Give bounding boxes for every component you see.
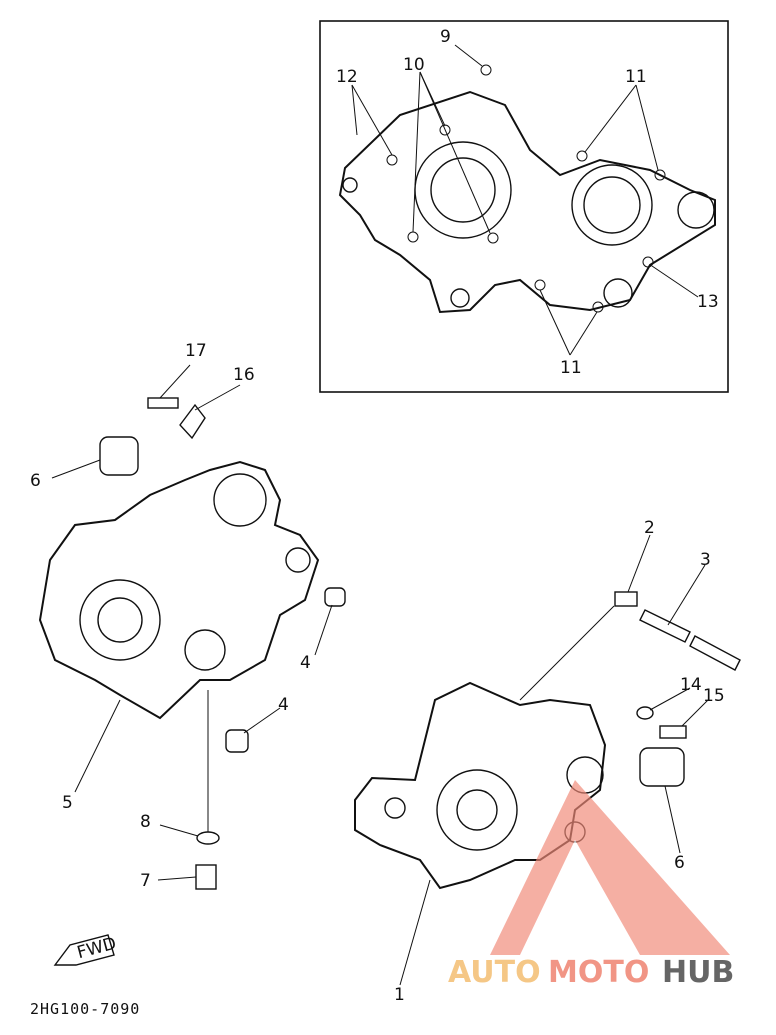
inset-detail-view	[319, 20, 729, 393]
callout-4-lower: 4	[278, 695, 289, 715]
small-parts	[99, 397, 741, 890]
automotohub-watermark-logo: AUTO MOTO HUB	[448, 780, 734, 990]
callout-17: 17	[185, 341, 207, 361]
callout-12: 12	[336, 67, 358, 87]
callout-13: 13	[697, 292, 719, 312]
callout-10: 10	[403, 55, 425, 75]
fwd-arrow: FWD	[53, 934, 118, 966]
callout-16: 16	[233, 365, 255, 385]
callout-4-upper: 4	[300, 653, 311, 673]
callout-3: 3	[700, 550, 711, 570]
leader-lines	[51, 364, 709, 986]
callout-7: 7	[140, 871, 151, 891]
watermark-word-auto: AUTO	[448, 955, 541, 990]
right-crankcase	[354, 681, 607, 890]
callout-1: 1	[394, 985, 405, 1005]
callout-11-bottom: 11	[560, 358, 582, 378]
callout-6-right: 6	[674, 853, 685, 873]
left-crankcase	[38, 460, 320, 720]
callout-15: 15	[703, 686, 725, 706]
watermark-word-hub: HUB	[662, 955, 734, 990]
callout-labels: 9 10 12 11 13 11 17 16 6 4 4 5 8 7 2 3 1…	[30, 27, 725, 1005]
callout-14: 14	[680, 675, 702, 695]
callout-2: 2	[644, 518, 655, 538]
callout-8: 8	[140, 812, 151, 832]
callout-6-left: 6	[30, 471, 41, 491]
callout-5: 5	[62, 793, 73, 813]
watermark-word-moto: MOTO	[548, 955, 649, 990]
callout-9: 9	[440, 27, 451, 47]
diagram-code: 2HG100-7090	[30, 1000, 141, 1018]
callout-11-top: 11	[625, 67, 647, 87]
